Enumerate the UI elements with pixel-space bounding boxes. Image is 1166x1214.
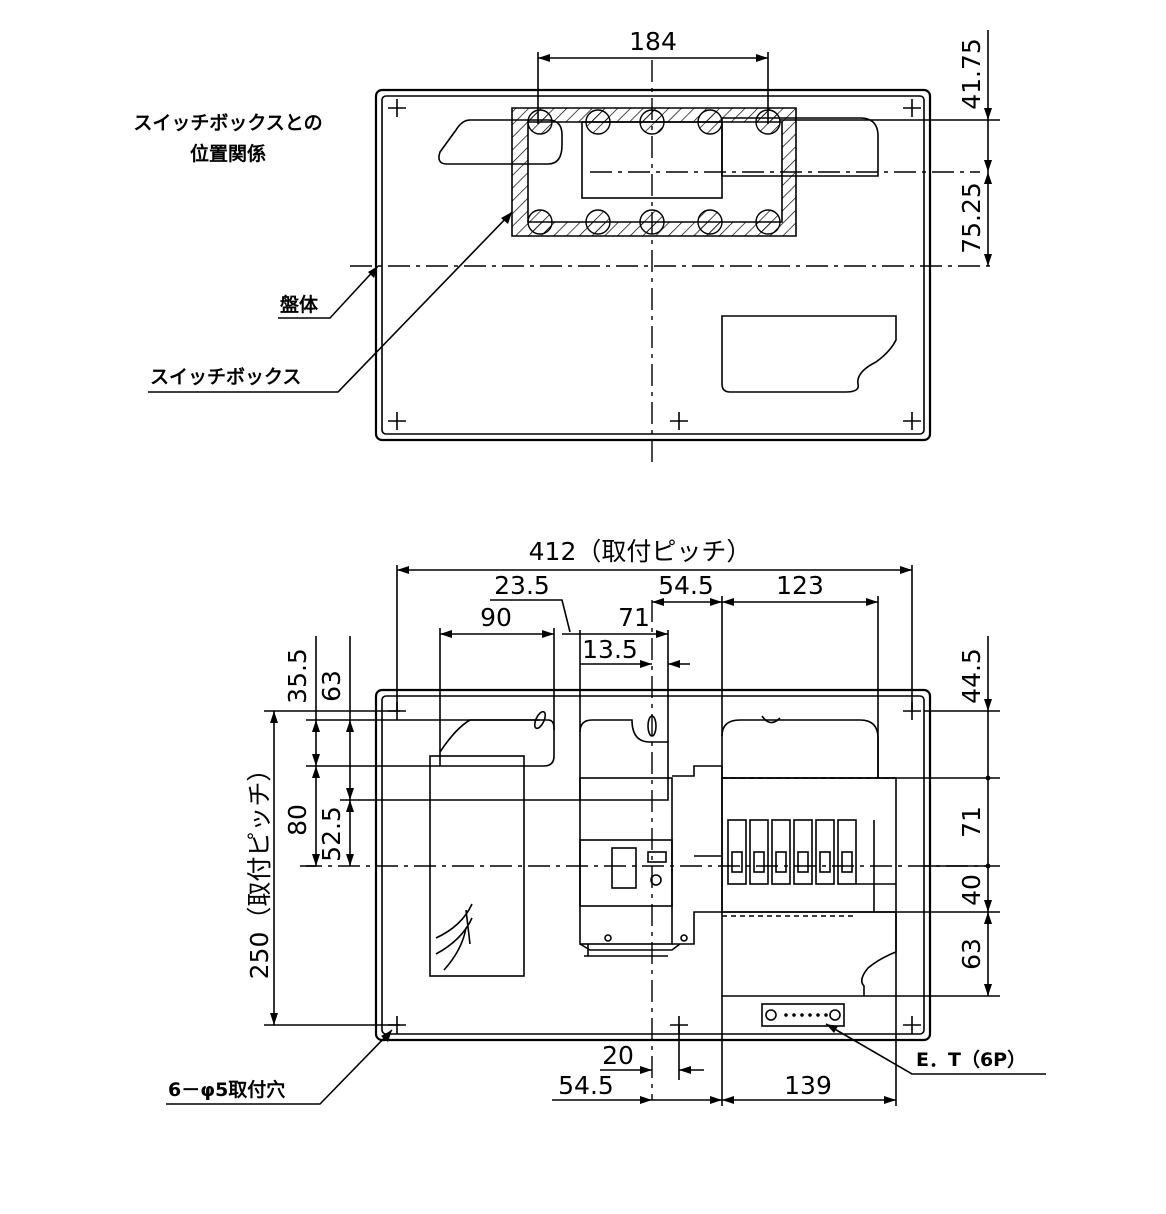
dim-13-5: 13.5 [580, 635, 690, 668]
dim-right-vertical: 44.5 71 40 63 [864, 636, 1000, 997]
branch-breaker-block [721, 777, 897, 913]
dim-23-5-text: 23.5 [494, 571, 550, 600]
top-view: 184 41.75 75.25 スイッチボックスとの 位置関係 盤体 スイッチボ… [133, 27, 1000, 466]
bottom-view: 412（取付ピッチ） 23.5 90 71 [166, 537, 1046, 1106]
dim-44-5-text: 44.5 [957, 648, 986, 704]
dim-75-25-text: 75.25 [957, 182, 986, 254]
dim-52-5-text: 52.5 [317, 806, 346, 862]
dim-23-5: 23.5 [490, 571, 571, 633]
dim-54-5-bottom-text: 54.5 [558, 1071, 614, 1100]
label-panel-body: 盤体 [280, 293, 319, 316]
dim-54-5-top: 54.5 [652, 571, 723, 736]
dim-40-text: 40 [957, 874, 986, 906]
dim-63-right-text: 63 [957, 938, 986, 970]
earth-terminal [761, 1003, 845, 1027]
dim-left-vertical: 250（取付ピッチ） 35.5 80 63 52.5 [245, 636, 580, 1026]
dim-412: 412（取付ピッチ） [396, 537, 913, 712]
bottom-cutout-right-lower [721, 911, 897, 997]
branch-breakers [727, 819, 896, 912]
dim-412-text: 412（取付ピッチ） [529, 537, 752, 566]
dim-right-top: 41.75 75.25 [780, 30, 1000, 266]
dim-71-top: 71 [562, 603, 669, 742]
bottom-cutout-right [721, 719, 879, 779]
dim-54-5-top-text: 54.5 [658, 571, 714, 600]
dim-35-5-text: 35.5 [283, 648, 312, 704]
bottom-panel-inner [381, 695, 925, 1035]
label-mount-holes: 6－φ5取付穴 [168, 1078, 285, 1101]
note-relation-line1: スイッチボックスとの [133, 112, 322, 134]
dim-123: 123 [722, 571, 879, 778]
dim-63-left-text: 63 [317, 670, 346, 702]
dim-184-text: 184 [629, 27, 677, 56]
label-switch-box: スイッチボックス [150, 366, 301, 388]
label-et: E．T（6P） [916, 1048, 1026, 1071]
bottom-mount-crosses [388, 702, 921, 1034]
dim-123-text: 123 [776, 571, 824, 600]
dim-41-75-text: 41.75 [957, 38, 986, 110]
dim-184: 184 [537, 27, 769, 124]
top-panel-inner [381, 95, 925, 435]
dim-90: 90 [439, 603, 555, 752]
dim-20-text: 20 [602, 1041, 634, 1070]
top-cutout-left [438, 119, 563, 165]
switch-box-screw-lugs [527, 109, 781, 235]
top-mount-crosses [388, 99, 921, 430]
dim-bottom: 20 54.5 139 [552, 912, 897, 1106]
dim-71-top-text: 71 [618, 603, 650, 632]
main-breaker [579, 777, 673, 945]
top-panel-outer [374, 88, 932, 442]
dim-139-text: 139 [784, 1071, 832, 1100]
dim-71-right-text: 71 [957, 806, 986, 838]
dim-13-5-text: 13.5 [582, 635, 638, 664]
dim-90-text: 90 [480, 603, 512, 632]
note-relation-line2: 位置関係 [190, 142, 266, 165]
center-housing [579, 719, 669, 801]
top-cutout-bottom [721, 315, 897, 393]
dim-250-text: 250（取付ピッチ） [245, 757, 274, 980]
top-cutout-right [721, 117, 879, 177]
bottom-cutout-left [439, 719, 555, 767]
bottom-panel-outer [374, 688, 932, 1042]
dim-80-text: 80 [283, 804, 312, 836]
